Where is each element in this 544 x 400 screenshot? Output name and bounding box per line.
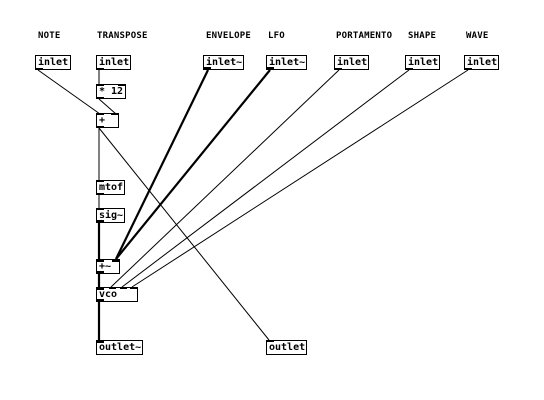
vco-inlet-2-port[interactable] bbox=[109, 287, 116, 289]
sig-outlet-port[interactable] bbox=[97, 220, 104, 223]
outlet-control-label: outlet bbox=[269, 342, 306, 353]
wire-portamento-to-vco[interactable] bbox=[110, 69, 340, 288]
comment-lfo: LFO bbox=[268, 31, 285, 41]
comment-shape: SHAPE bbox=[408, 31, 437, 41]
vco-label: vco bbox=[99, 289, 118, 300]
signal-add-left-inlet-port[interactable] bbox=[97, 259, 104, 262]
multiply-outlet-port[interactable] bbox=[97, 97, 104, 99]
mtof-outlet-port[interactable] bbox=[97, 193, 104, 195]
outlet-control-object[interactable]: outlet bbox=[266, 340, 307, 355]
vco-inlet-3-port[interactable] bbox=[120, 287, 127, 289]
vco-inlet-4-port[interactable] bbox=[130, 287, 137, 289]
inlet-note-label: inlet bbox=[38, 57, 69, 68]
add-label: + bbox=[99, 115, 106, 126]
inlet-envelope-label: inlet~ bbox=[206, 57, 243, 68]
multiply-right-inlet-port[interactable] bbox=[118, 84, 125, 86]
inlet-wave-label: inlet bbox=[467, 57, 498, 68]
add-right-inlet-port[interactable] bbox=[111, 113, 118, 115]
multiply-left-inlet-port[interactable] bbox=[97, 84, 104, 86]
outlet-signal-object[interactable]: outlet~ bbox=[96, 340, 143, 355]
mtof-object[interactable]: mtof bbox=[96, 180, 125, 195]
inlet-portamento-object[interactable]: inlet bbox=[334, 55, 369, 70]
multiply-label: * 12 bbox=[99, 86, 124, 97]
mtof-inlet-port[interactable] bbox=[97, 180, 104, 182]
wire-lfo-to-sigadd[interactable] bbox=[115, 69, 271, 260]
comment-portamento: PORTAMENTO bbox=[336, 31, 393, 41]
inlet-envelope-outlet-port[interactable] bbox=[204, 67, 211, 70]
signal-add-object[interactable]: +~ bbox=[96, 259, 120, 274]
wire-note-to-add[interactable] bbox=[37, 69, 101, 115]
comment-note: NOTE bbox=[38, 31, 61, 41]
inlet-portamento-outlet-port[interactable] bbox=[335, 68, 342, 70]
comment-transpose: TRANSPOSE bbox=[97, 31, 148, 41]
inlet-transpose-object[interactable]: inlet bbox=[96, 55, 131, 70]
inlet-shape-object[interactable]: inlet bbox=[405, 55, 440, 70]
outlet-control-inlet-port[interactable] bbox=[267, 340, 274, 342]
inlet-lfo-outlet-port[interactable] bbox=[267, 67, 274, 70]
add-left-inlet-port[interactable] bbox=[97, 113, 104, 115]
outlet-signal-inlet-port[interactable] bbox=[97, 340, 104, 343]
signal-add-outlet-port[interactable] bbox=[97, 271, 104, 274]
wire-mul-to-add[interactable] bbox=[98, 98, 117, 115]
sig-object[interactable]: sig~ bbox=[96, 208, 125, 223]
inlet-shape-outlet-port[interactable] bbox=[406, 68, 413, 70]
wire-shape-to-vco[interactable] bbox=[121, 69, 410, 288]
wire-add-to-outlet[interactable] bbox=[98, 127, 270, 341]
add-object[interactable]: + bbox=[96, 113, 119, 128]
inlet-portamento-label: inlet bbox=[337, 57, 368, 68]
comment-envelope: ENVELOPE bbox=[206, 31, 251, 41]
vco-inlet-1-port[interactable] bbox=[97, 287, 104, 290]
inlet-wave-object[interactable]: inlet bbox=[464, 55, 499, 70]
inlet-lfo-label: inlet~ bbox=[269, 57, 306, 68]
inlet-transpose-label: inlet bbox=[99, 57, 130, 68]
mtof-label: mtof bbox=[99, 182, 124, 193]
sig-inlet-port[interactable] bbox=[97, 208, 104, 210]
vco-object[interactable]: vco bbox=[96, 287, 138, 302]
inlet-envelope-object[interactable]: inlet~ bbox=[203, 55, 244, 70]
wire-envelope-to-sigadd[interactable] bbox=[115, 69, 209, 260]
inlet-lfo-object[interactable]: inlet~ bbox=[266, 55, 307, 70]
signal-add-label: +~ bbox=[99, 261, 112, 272]
wire-wave-to-vco[interactable] bbox=[131, 69, 469, 288]
sig-label: sig~ bbox=[99, 210, 124, 221]
inlet-shape-label: inlet bbox=[408, 57, 439, 68]
vco-outlet-port[interactable] bbox=[97, 299, 104, 302]
inlet-note-outlet-port[interactable] bbox=[36, 68, 43, 70]
outlet-signal-label: outlet~ bbox=[99, 342, 142, 353]
add-outlet-port[interactable] bbox=[97, 126, 104, 128]
inlet-wave-outlet-port[interactable] bbox=[465, 68, 472, 70]
multiply-object[interactable]: * 12 bbox=[96, 84, 126, 99]
signal-add-right-inlet-port[interactable] bbox=[112, 259, 119, 262]
inlet-transpose-outlet-port[interactable] bbox=[97, 68, 104, 70]
comment-wave: WAVE bbox=[466, 31, 489, 41]
inlet-note-object[interactable]: inlet bbox=[35, 55, 71, 70]
